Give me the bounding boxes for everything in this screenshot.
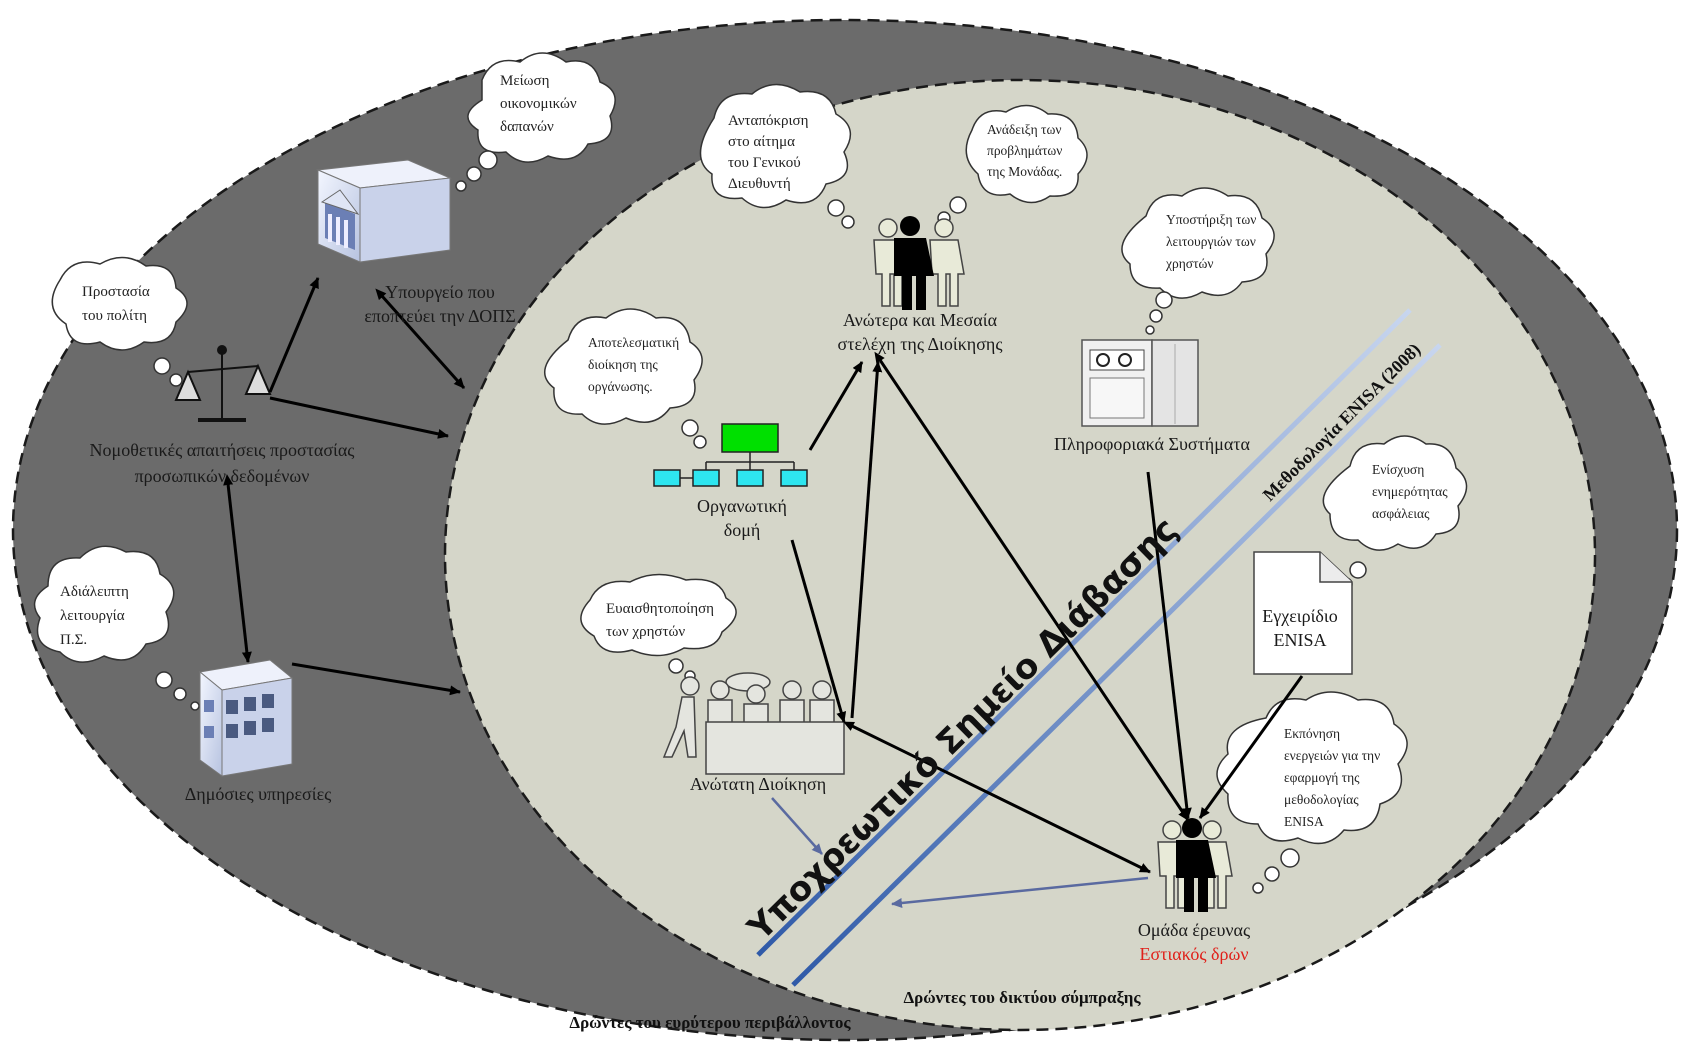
cloud-problems: Ανάδειξη των προβλημάτων της Μονάδας. xyxy=(937,104,1088,225)
cloud-actions-line3: εφαρμογή της xyxy=(1284,770,1360,785)
cloud-support-line3: χρηστών xyxy=(1165,256,1213,271)
cloud-efficient: Αποτελεσματική διοίκηση της οργάνωσης. xyxy=(544,308,707,449)
cloud-continuity-line1: Αδιάλειπτη xyxy=(60,584,129,600)
cloud-efficient-line3: οργάνωσης. xyxy=(588,379,653,394)
cloud-actions-line2: ενεργειών για την xyxy=(1284,748,1380,763)
information-systems-icon xyxy=(1081,339,1199,427)
legal-label-line2: προσωπικών δεδομένων xyxy=(135,466,310,486)
ministry-building-icon xyxy=(316,159,452,263)
org-structure-label-line2: δομή xyxy=(724,520,761,540)
scale-justice-icon xyxy=(174,345,272,422)
cloud-actions-line1: Εκπόνηση xyxy=(1284,726,1340,741)
cloud-security-line3: ασφάλειας xyxy=(1372,506,1430,521)
top-management-label: Ανώτατη Διοίκηση xyxy=(690,774,826,794)
cloud-cost: Μείωση οικονομικών δαπανών xyxy=(455,52,616,192)
cloud-response-line1: Ανταπόκριση xyxy=(728,113,809,129)
ministry-label-line2: εποπτεύει την ΔΟΠΣ xyxy=(364,306,515,326)
cloud-problems-line2: προβλημάτων xyxy=(987,143,1062,158)
cloud-citizen: Προστασία του πολίτη xyxy=(51,256,188,387)
executives-label-line2: στελέχη της Διοίκησης xyxy=(838,334,1003,354)
network-actors-label: Δρώντες του δικτύου σύμπραξης xyxy=(903,988,1141,1007)
cloud-continuity-line3: Π.Σ. xyxy=(60,632,87,648)
cloud-citizen-line1: Προστασία xyxy=(82,284,150,300)
cloud-awareness-users: Ευαισθητοποίηση των χρηστών xyxy=(580,573,737,682)
cloud-actions-line4: μεθοδολογίας xyxy=(1284,792,1359,807)
cloud-cost-line3: δαπανών xyxy=(500,119,554,135)
cloud-actions: Εκπόνηση ενεργειών για την εφαρμογή της … xyxy=(1216,691,1408,894)
enisa-manual-label-line2: ENISA xyxy=(1274,630,1327,650)
cloud-problems-line3: της Μονάδας. xyxy=(987,164,1062,179)
cloud-security: Ενίσχυση ενημερότητας ασφάλειας xyxy=(1322,435,1468,591)
cloud-response-line3: του Γενικού xyxy=(728,155,801,171)
cloud-response: Ανταπόκριση στο αίτημα του Γενικού Διευθ… xyxy=(699,83,855,229)
public-services-building-icon xyxy=(198,659,294,777)
cloud-efficient-line2: διοίκηση της xyxy=(588,357,658,372)
ministry-label-line1: Υπουργείο που xyxy=(385,282,495,302)
cloud-support-line1: Υποστήριξη των xyxy=(1166,212,1256,227)
relation-arrows xyxy=(223,277,1304,874)
cloud-cost-line1: Μείωση xyxy=(500,73,550,89)
cloud-problems-line1: Ανάδειξη των xyxy=(987,122,1061,137)
cloud-response-line2: στο αίτημα xyxy=(728,134,795,150)
information-systems-label: Πληροφοριακά Συστήματα xyxy=(1054,434,1251,454)
reverse-arrows xyxy=(771,797,1149,908)
network-ellipse xyxy=(443,78,1597,1032)
org-chart-icon xyxy=(653,423,808,487)
cloud-awareness-users-line1: Ευαισθητοποίηση xyxy=(606,601,714,617)
cloud-response-line4: Διευθυντή xyxy=(728,176,791,192)
cloud-citizen-line2: του πολίτη xyxy=(82,308,147,324)
research-team-people-icon xyxy=(1157,818,1233,912)
cloud-support: Υποστήριξη των λειτουργιών των χρηστών xyxy=(1121,187,1275,335)
org-structure-label-line1: Οργανωτική xyxy=(697,496,787,516)
executives-people-icon xyxy=(873,216,965,310)
wider-environment-actors-label: Δρώντες του ευρύτερου περιβάλλοντος xyxy=(569,1013,851,1032)
focal-actor-label: Εστιακός δρών xyxy=(1140,944,1249,964)
top-management-icon xyxy=(662,672,845,775)
enisa-manual-label-line1: Εγχειρίδιο xyxy=(1262,606,1338,626)
public-services-label: Δημόσιες υπηρεσίες xyxy=(185,784,332,804)
research-team-label: Ομάδα έρευνας xyxy=(1138,920,1250,940)
cloud-security-line1: Ενίσχυση xyxy=(1372,462,1424,477)
cloud-actions-line5: ENISA xyxy=(1284,814,1324,829)
cloud-cost-line2: οικονομικών xyxy=(500,96,577,112)
executives-label-line1: Ανώτερα και Μεσαία xyxy=(843,310,998,330)
cloud-continuity-line2: λειτουργία xyxy=(60,608,125,624)
cloud-security-line2: ενημερότητας xyxy=(1372,484,1448,499)
cloud-awareness-users-line2: των χρηστών xyxy=(606,624,685,640)
cloud-continuity: Αδιάλειπτη λειτουργία Π.Σ. xyxy=(33,545,200,711)
enisa-manual-document-icon xyxy=(1253,551,1353,675)
cloud-support-line2: λειτουργιών των xyxy=(1166,234,1256,249)
cloud-efficient-line1: Αποτελεσματική xyxy=(588,335,679,350)
legal-label-line1: Νομοθετικές απαιτήσεις προστασίας xyxy=(90,440,355,460)
